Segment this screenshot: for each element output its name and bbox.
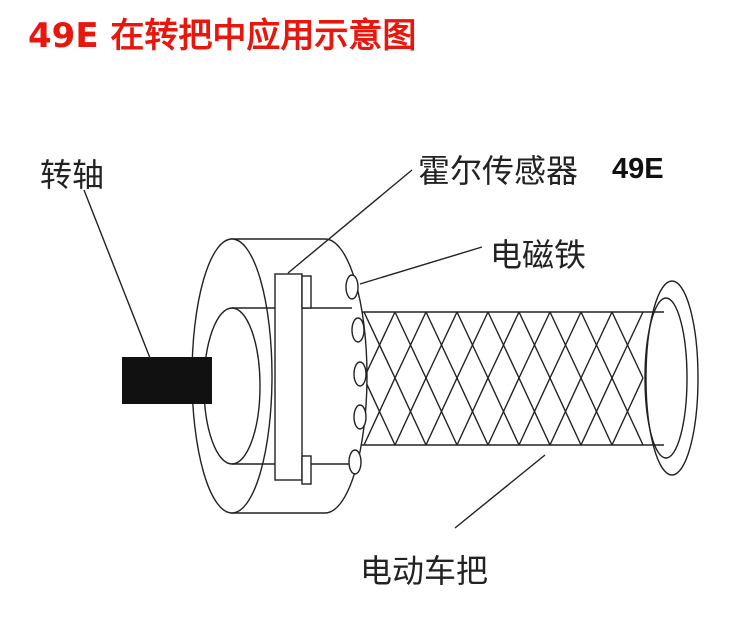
knurl-line [518,311,551,379]
knurl-line [456,377,489,446]
grip-end-cap [644,280,699,476]
shaft-label: 转轴 [40,156,104,194]
shaft-leader [83,189,151,359]
magnet-hole [348,449,362,475]
magnet-hole [353,404,367,430]
knurl-line [394,377,427,446]
magnet-hole [353,361,367,387]
sensor-chip-top [301,275,312,309]
knurl-line [363,311,396,379]
knurl-line [549,311,582,379]
knurl-line [456,311,489,379]
hall-sensor-label: 霍尔传感器 [418,152,578,190]
knurl-line [487,311,520,379]
magnet-hole [345,274,359,300]
knurl-line [394,311,427,379]
magnet-label: 电磁铁 [490,236,586,274]
grip-knurl-pattern [363,311,644,446]
magnet-leader [359,246,483,285]
sensor-leader [287,169,413,274]
knurl-line [425,377,458,446]
sensor-chip-bottom [301,455,312,485]
leader-lines [83,169,546,529]
diagram-title: 49E 在转把中应用示意图 [28,16,417,56]
knurl-line [425,311,458,379]
knurl-line [363,377,396,446]
magnet-holes [345,274,367,475]
knurl-line [611,377,644,446]
handlebar-label: 电动车把 [360,552,488,590]
knurl-line [487,377,520,446]
handlebar-leader [454,454,546,529]
magnet-hole [351,317,365,343]
knurl-line [518,377,551,446]
knurl-line [580,311,613,379]
knurl-line [549,377,582,446]
hall-sensor-plate [274,273,312,485]
knurl-line [580,377,613,446]
knurl-line [611,311,644,379]
hall-sensor-model-label: 49E [612,153,664,185]
shaft-bar [122,357,212,404]
